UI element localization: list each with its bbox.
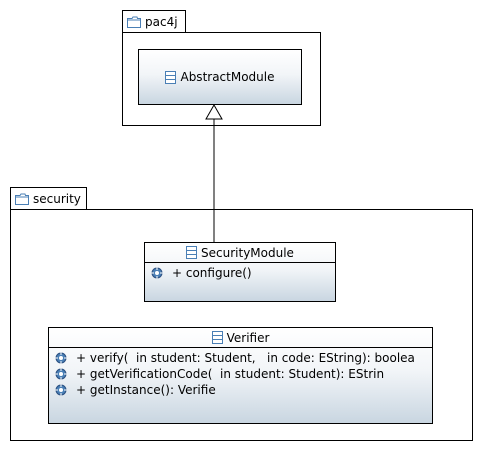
method-icon bbox=[55, 352, 67, 364]
class-icon bbox=[165, 70, 177, 84]
operation-label: + getInstance(): Verifie bbox=[76, 383, 216, 397]
class-name: AbstractModule bbox=[180, 70, 275, 84]
operation-label: + getVerificationCode( in student: Stude… bbox=[76, 367, 385, 381]
package-tab-security[interactable]: security bbox=[10, 187, 87, 210]
folder-icon bbox=[15, 193, 29, 205]
method-icon bbox=[55, 368, 67, 380]
class-abstractmodule[interactable]: AbstractModule bbox=[138, 49, 302, 105]
class-name: Verifier bbox=[226, 330, 270, 345]
operation-row[interactable]: + verify( in student: Student, in code: … bbox=[55, 350, 432, 366]
method-icon bbox=[55, 384, 67, 396]
class-icon bbox=[186, 246, 198, 259]
package-name: security bbox=[33, 191, 81, 206]
class-securitymodule[interactable]: SecurityModule + configure() bbox=[144, 242, 336, 302]
operation-row[interactable]: + getInstance(): Verifie bbox=[55, 382, 432, 398]
method-icon bbox=[151, 267, 163, 279]
folder-icon bbox=[127, 16, 141, 28]
class-verifier[interactable]: Verifier + verify( in student: Student, … bbox=[48, 327, 433, 424]
generalization-arrowhead bbox=[205, 103, 223, 120]
package-name: pac4j bbox=[145, 14, 178, 29]
operation-row[interactable]: + getVerificationCode( in student: Stude… bbox=[55, 366, 432, 382]
operation-label: + verify( in student: Student, in code: … bbox=[76, 351, 415, 365]
class-name: SecurityModule bbox=[201, 245, 294, 260]
operation-label: + configure() bbox=[172, 266, 252, 280]
operation-row[interactable]: + configure() bbox=[151, 265, 335, 281]
class-icon bbox=[211, 331, 223, 344]
